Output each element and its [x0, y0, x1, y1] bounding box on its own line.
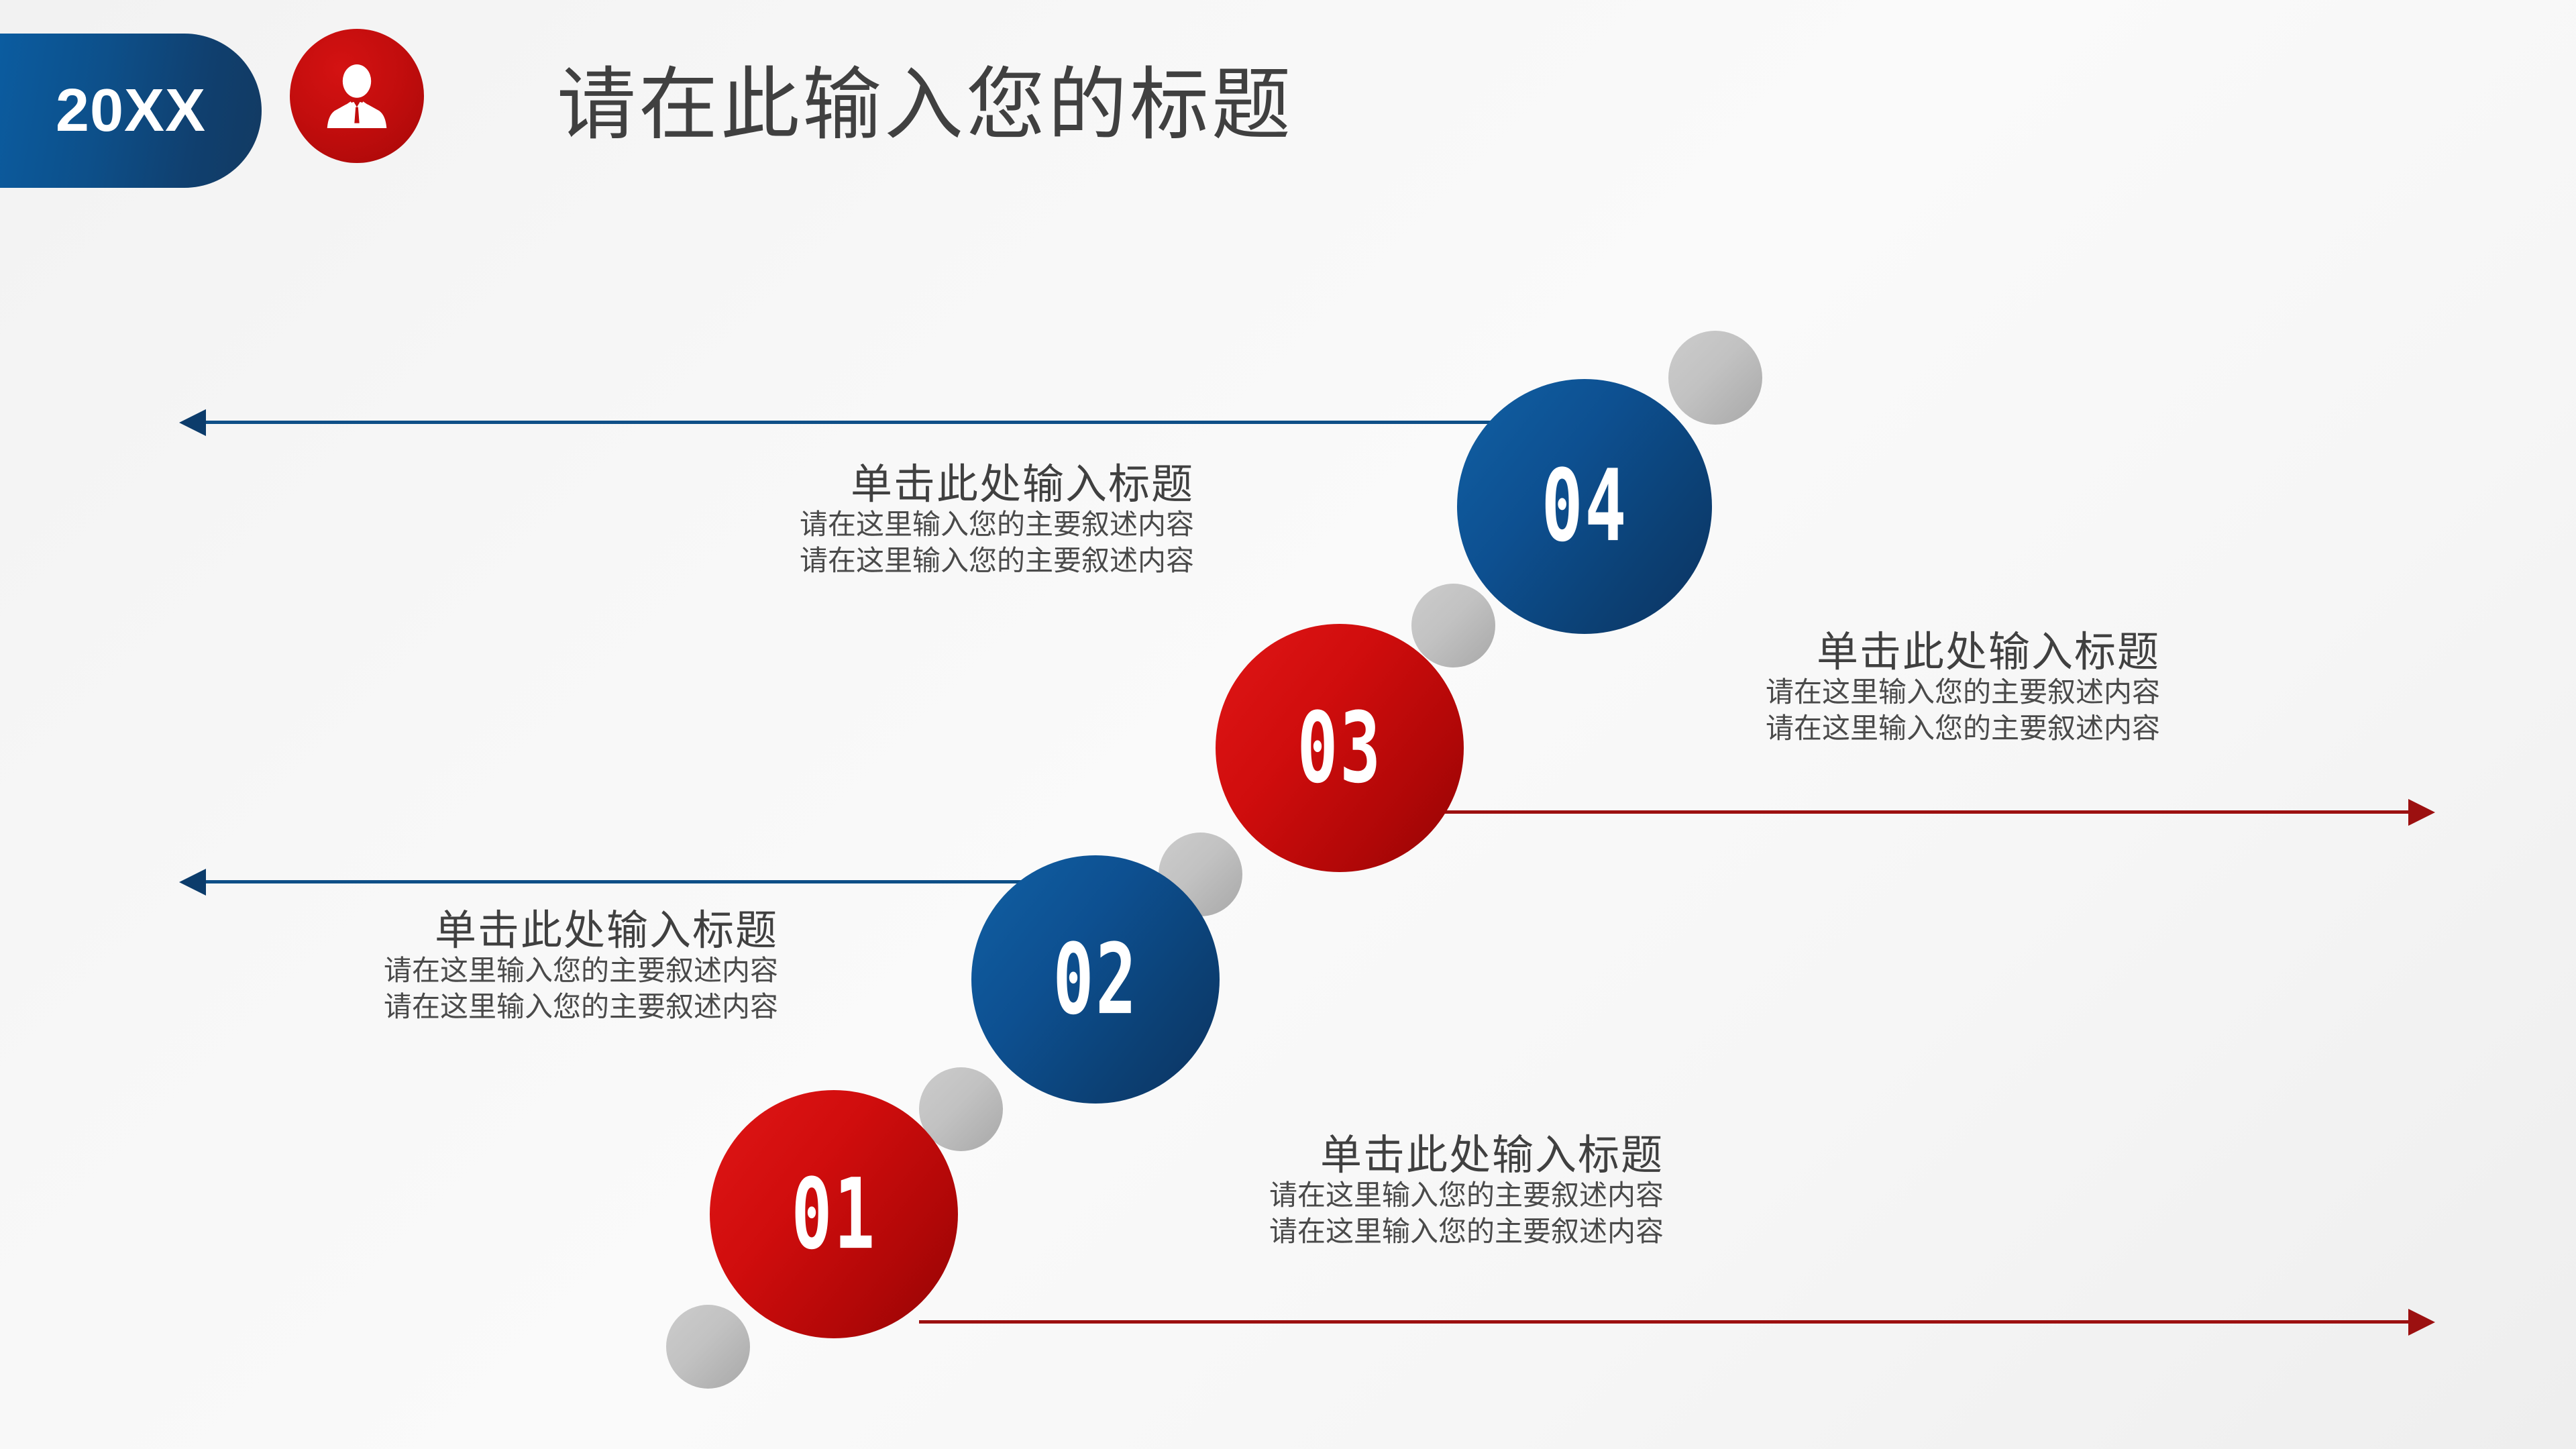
- year-badge-label: 20XX: [55, 76, 207, 144]
- node-title-03: 单击此处输入标题: [1816, 629, 2160, 676]
- arrow-line: [205, 880, 1036, 883]
- node-line-02-1: 请在这里输入您的主要叙述内容: [383, 955, 778, 987]
- node-line-03-2: 请在这里输入您的主要叙述内容: [1765, 712, 2160, 744]
- node-text-01: 单击此处输入标题 请在这里输入您的主要叙述内容 请在这里输入您的主要叙述内容: [1046, 1134, 1664, 1250]
- node-circle-02[interactable]: 02: [971, 855, 1220, 1104]
- businessperson-icon: [290, 29, 424, 163]
- node-line-02-2: 请在这里输入您的主要叙述内容: [383, 990, 778, 1022]
- node-circle-01[interactable]: 01: [710, 1090, 958, 1338]
- year-badge: 20XX: [0, 34, 262, 188]
- node-number-02: 02: [1053, 922, 1138, 1036]
- node-circle-03[interactable]: 03: [1216, 624, 1464, 872]
- decor-dot-gray-04-upper: [1668, 331, 1762, 425]
- node-circle-04[interactable]: 04: [1457, 379, 1712, 634]
- node-title-01: 单击此处输入标题: [1320, 1132, 1664, 1179]
- node-text-02: 单击此处输入标题 请在这里输入您的主要叙述内容 请在这里输入您的主要叙述内容: [94, 909, 778, 1025]
- arrow-line: [205, 421, 1576, 424]
- node-number-03: 03: [1297, 691, 1383, 805]
- arrow-head-right-icon: [2408, 1309, 2435, 1336]
- decor-dot-gray-01-lower: [666, 1305, 750, 1389]
- node-line-04-2: 请在这里输入您的主要叙述内容: [799, 544, 1194, 576]
- arrow-line: [919, 1320, 2410, 1324]
- decor-dot-gray-02-lower: [919, 1067, 1003, 1151]
- node-line-03-1: 请在这里输入您的主要叙述内容: [1765, 676, 2160, 708]
- node-number-04: 04: [1541, 449, 1628, 564]
- node-number-01: 01: [791, 1157, 877, 1271]
- node-line-01-1: 请在这里输入您的主要叙述内容: [1269, 1179, 1664, 1212]
- arrow-head-right-icon: [2408, 799, 2435, 826]
- node-title-02: 单击此处输入标题: [434, 908, 778, 954]
- node-text-03: 单击此处输入标题 请在这里输入您的主要叙述内容 请在这里输入您的主要叙述内容: [1543, 631, 2160, 747]
- node-title-04: 单击此处输入标题: [850, 462, 1194, 508]
- decor-dot-gray-04-lower: [1411, 584, 1495, 667]
- node-line-01-2: 请在这里输入您的主要叙述内容: [1269, 1215, 1664, 1247]
- node-line-04-1: 请在这里输入您的主要叙述内容: [799, 508, 1194, 541]
- arrow-head-left-icon: [179, 409, 206, 436]
- page-title: 请在此输入您的标题: [557, 61, 1294, 150]
- node-text-04: 单击此处输入标题 请在这里输入您的主要叙述内容 请在这里输入您的主要叙述内容: [577, 463, 1194, 579]
- arrow-line: [1429, 810, 2410, 814]
- arrow-head-left-icon: [179, 869, 206, 896]
